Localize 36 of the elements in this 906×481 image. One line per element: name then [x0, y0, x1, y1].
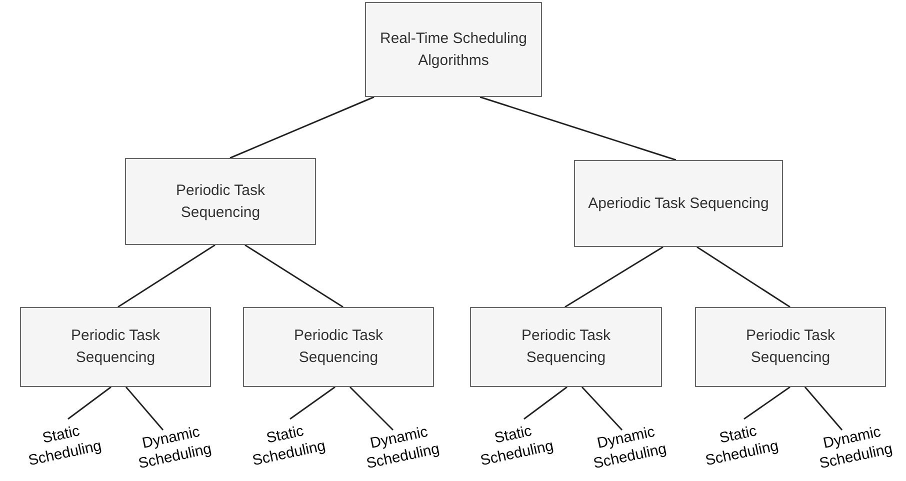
- connector-line: [524, 386, 568, 420]
- connector-line: [581, 386, 623, 431]
- leaf-label: Static Scheduling: [467, 416, 563, 472]
- node-label: Periodic Task Sequencing: [520, 326, 612, 368]
- leaf-label: Dynamic Scheduling: [803, 418, 905, 476]
- connector-line: [696, 246, 790, 308]
- connector-line: [68, 386, 112, 420]
- connector-line: [480, 96, 676, 161]
- process-box: [125, 158, 316, 245]
- leaf-label: Static Scheduling: [239, 416, 335, 472]
- node-label: Periodic Task Sequencing: [745, 326, 836, 368]
- connector-line: [230, 96, 374, 159]
- leaf-label: Dynamic Scheduling: [577, 418, 679, 476]
- process-box: [243, 307, 434, 387]
- process-box: [695, 307, 886, 387]
- process-box: [365, 2, 542, 97]
- leaf-label: Static Scheduling: [692, 416, 788, 472]
- leaf-label: Static Scheduling: [15, 416, 111, 472]
- connector-line: [349, 386, 394, 431]
- process-box: [470, 307, 662, 387]
- process-box: [574, 160, 783, 247]
- connector-line: [118, 244, 216, 308]
- node-label: Periodic Task Sequencing: [293, 326, 384, 368]
- connector-line: [744, 386, 790, 420]
- leaf-label: Dynamic Scheduling: [122, 418, 224, 476]
- connector-line: [244, 244, 344, 308]
- node-label: Periodic Task Sequencing: [70, 326, 161, 368]
- connector-line: [290, 386, 336, 420]
- node-label: Real-Time Scheduling Algorithms: [378, 28, 528, 70]
- process-box: [20, 307, 211, 387]
- connector-line: [125, 386, 164, 430]
- node-label: Periodic Task Sequencing: [175, 180, 266, 222]
- connector-line: [564, 246, 664, 308]
- leaf-label: Dynamic Scheduling: [350, 418, 452, 476]
- node-label: Aperiodic Task Sequencing: [588, 194, 769, 214]
- connector-line: [804, 386, 843, 430]
